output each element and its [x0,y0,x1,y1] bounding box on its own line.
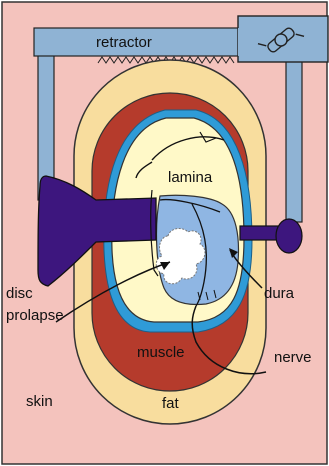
label-prolapse: prolapse [6,307,64,324]
label-skin: skin [26,393,53,410]
label-retractor: retractor [96,34,152,51]
retractor-housing-gap [238,28,246,56]
label-lamina: lamina [168,169,213,186]
label-disc: disc [6,285,33,302]
retractor-right-knob [276,219,302,253]
label-muscle: muscle [137,344,185,361]
label-fat: fat [162,395,180,412]
label-dura: dura [264,285,295,302]
label-nerve: nerve [274,349,312,366]
retractor-right-arm [286,50,302,222]
